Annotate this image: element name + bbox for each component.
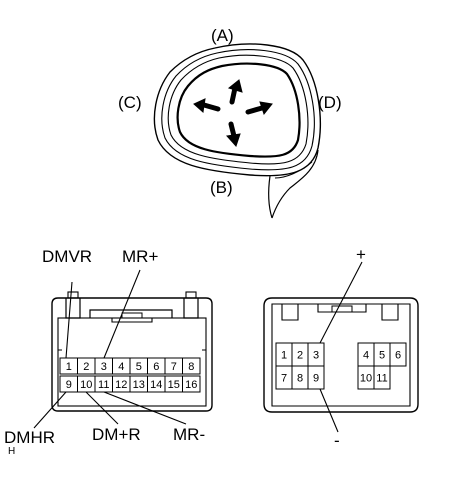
- pin-left-number-15: 15: [168, 379, 180, 391]
- mirror-outer-edge: [153, 43, 321, 177]
- directional-arrows-icon: [193, 79, 273, 147]
- mirror-label-bottom: (B): [210, 178, 233, 197]
- pin-left-number-14: 14: [150, 379, 162, 391]
- pin-label-dmhr: DMHR: [4, 428, 55, 447]
- mirror-label-right: (D): [318, 93, 342, 112]
- arrow-left-head: [193, 98, 206, 113]
- pin-left-number-4: 4: [118, 361, 124, 373]
- mirror-stem-right: [271, 149, 319, 219]
- right-latch-left: [281, 304, 299, 321]
- center-lock-slot: [121, 312, 143, 319]
- leader-dmvr: [65, 281, 73, 359]
- center-lock: [89, 309, 173, 318]
- pin-label-mr-plus: MR+: [122, 247, 159, 266]
- arrow-up: [229, 85, 238, 105]
- leader-dm-r: [85, 391, 119, 425]
- pin-right-number-8: 8: [297, 373, 303, 385]
- right-center-slot: [331, 305, 353, 313]
- connector-left-body: [51, 297, 213, 412]
- terminal-label-plus: +: [356, 245, 366, 264]
- pin-label-dmvr: DMVR: [42, 247, 93, 266]
- pin-right-number-10: 10: [360, 373, 372, 385]
- arrow-down: [228, 121, 237, 139]
- leader-dmhr: [33, 391, 67, 429]
- pin-left-number-6: 6: [153, 361, 159, 373]
- right-center-lock: [317, 304, 367, 313]
- latch-right: [183, 298, 199, 319]
- right-latch-right: [381, 304, 399, 321]
- pin-left-number-5: 5: [136, 361, 142, 373]
- arrow-up-head: [227, 79, 243, 93]
- pin-left-number-7: 7: [171, 361, 177, 373]
- pin-left-number-9: 9: [66, 379, 72, 391]
- leader-plus: [319, 261, 363, 344]
- leader-minus: [319, 388, 339, 433]
- pin-right-cell-11: [373, 365, 391, 390]
- connector-left: [51, 291, 213, 412]
- mirror-label-left: (C): [118, 93, 142, 112]
- pin-left-cell-16: [182, 375, 201, 393]
- pin-left-number-2: 2: [83, 361, 89, 373]
- pin-label-dmhr-sub: H: [8, 446, 16, 457]
- latch-left: [65, 298, 81, 319]
- pin-right-cell-9: [307, 365, 325, 390]
- pin-left-number-3: 3: [101, 361, 107, 373]
- mirror-ring-3: [167, 54, 309, 165]
- mirror-stem-left: [268, 175, 273, 219]
- mirror-glass-edge: [176, 62, 301, 158]
- connector-left-inner: [57, 317, 207, 407]
- pin-right-number-1: 1: [281, 350, 287, 362]
- latch-left-top: [67, 291, 79, 299]
- arrow-down-head: [226, 133, 241, 147]
- pin-right-number-9: 9: [313, 373, 319, 385]
- leader-lines: [33, 261, 363, 433]
- pin-right-number-6: 6: [395, 350, 401, 362]
- pin-right-number-7: 7: [281, 373, 287, 385]
- pin-left-number-12: 12: [115, 379, 127, 391]
- mirror-label-top: (A): [211, 26, 234, 45]
- connector-right-inner: [271, 303, 411, 407]
- pin-left-cell-8: [182, 357, 201, 375]
- pin-label-mr-minus: MR-: [173, 425, 206, 444]
- pin-right-number-11: 11: [376, 373, 387, 385]
- pin-left-number-13: 13: [133, 379, 145, 391]
- connector-right: [263, 297, 419, 413]
- pin-left-number-10: 10: [80, 379, 92, 391]
- arrow-right-head: [259, 101, 273, 116]
- terminal-label-minus: -: [334, 431, 340, 450]
- center-lock-notch: [111, 318, 153, 323]
- leader-mr-minus: [103, 391, 187, 425]
- pin-right-number-2: 2: [297, 350, 303, 362]
- mirror-stem-inner: [274, 161, 313, 179]
- pin-left-number-11: 11: [98, 379, 109, 391]
- pin-right-number-5: 5: [379, 350, 385, 362]
- pin-right-number-3: 3: [313, 350, 319, 362]
- connector-right-body: [263, 297, 419, 413]
- arrow-right: [245, 105, 265, 115]
- pin-right-cell-6: [389, 342, 407, 367]
- pin-right-number-4: 4: [363, 350, 369, 362]
- pin-left-number-8: 8: [188, 361, 194, 373]
- mirror-ring-2: [161, 49, 315, 171]
- leader-mr-plus: [103, 269, 141, 359]
- mirror-drawing: [153, 43, 321, 219]
- arrow-left: [201, 102, 221, 112]
- pin-label-dm-r: DM+R: [92, 425, 141, 444]
- pin-left-number-16: 16: [185, 379, 197, 391]
- latch-right-top: [185, 291, 197, 299]
- pin-left-number-1: 1: [66, 361, 72, 373]
